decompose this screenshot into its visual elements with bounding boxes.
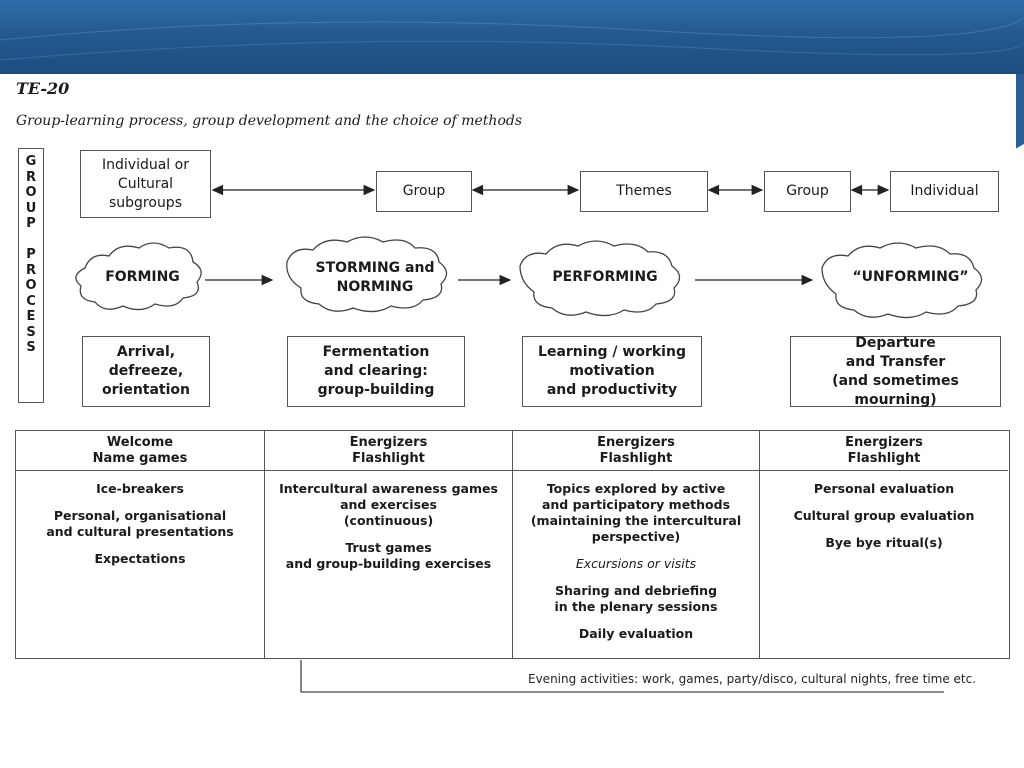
box-arrival: Arrival, defreeze, orientation bbox=[82, 336, 210, 407]
header-line: Flashlight bbox=[847, 450, 921, 466]
box-group-1: Group bbox=[376, 171, 472, 212]
header-line: Welcome bbox=[106, 434, 174, 450]
box-subgroups: Individual or Cultural subgroups bbox=[80, 150, 211, 218]
document-title: Group-learning process, group developmen… bbox=[16, 113, 523, 129]
list-item: Topics explored by active and participat… bbox=[530, 481, 742, 544]
header-line: Energizers bbox=[349, 434, 428, 450]
box-fermentation: Fermentation and clearing: group-buildin… bbox=[287, 336, 465, 407]
vertical-letter: R bbox=[25, 169, 36, 185]
vertical-letter: U bbox=[25, 200, 37, 216]
vertical-letter: R bbox=[25, 262, 36, 278]
vertical-letter: O bbox=[25, 278, 37, 293]
header-line: Energizers bbox=[845, 434, 923, 450]
header-line: Name games bbox=[92, 450, 188, 466]
vertical-letter: G bbox=[25, 154, 37, 169]
header-line: Flashlight bbox=[352, 450, 425, 466]
cloud-unforming bbox=[821, 242, 983, 319]
vertical-letter: P bbox=[26, 247, 36, 262]
vertical-letter: S bbox=[26, 340, 36, 355]
banner-decoration bbox=[0, 17, 1024, 61]
document-id: TE-20 bbox=[16, 79, 70, 98]
list-item: Personal, organisational and cultural pr… bbox=[46, 508, 234, 539]
header-banner bbox=[0, 0, 1024, 74]
vertical-letter: E bbox=[26, 309, 36, 324]
column-body: Intercultural awareness games and exerci… bbox=[265, 471, 512, 572]
cloud-performing bbox=[519, 240, 681, 317]
vertical-letter: P bbox=[26, 216, 36, 231]
cloud-storming bbox=[286, 236, 448, 313]
column-body: Topics explored by active and participat… bbox=[513, 471, 759, 642]
list-item: Ice-breakers bbox=[96, 481, 184, 496]
phase-unforming: “UNFORMING” bbox=[852, 268, 969, 285]
box-departure: Departure and Transfer (and sometimes mo… bbox=[790, 335, 1001, 408]
list-item: Personal evaluation bbox=[813, 481, 955, 496]
list-item: Trust games and group-building exercises bbox=[285, 540, 492, 571]
box-themes: Themes bbox=[580, 171, 708, 212]
phase-performing: PERFORMING bbox=[552, 268, 658, 285]
phase-forming: FORMING bbox=[105, 268, 180, 285]
list-item: Excursions or visits bbox=[575, 556, 697, 571]
vertical-letter: C bbox=[26, 293, 36, 309]
box-learning: Learning / working motivation and produc… bbox=[522, 336, 702, 407]
header-line: Energizers bbox=[597, 434, 675, 450]
vertical-letter: S bbox=[26, 324, 36, 340]
list-item: Bye bye ritual(s) bbox=[825, 535, 943, 550]
evening-bracket bbox=[300, 660, 944, 693]
evening-activities: Evening activities: work, games, party/d… bbox=[528, 672, 977, 686]
cloud-forming bbox=[75, 242, 202, 311]
list-item: Cultural group evaluation bbox=[793, 508, 975, 523]
header-line: Flashlight bbox=[599, 450, 673, 466]
vertical-letter: O bbox=[25, 185, 37, 200]
box-group-2: Group bbox=[764, 171, 851, 212]
box-individual: Individual bbox=[890, 171, 999, 212]
list-item: Daily evaluation bbox=[578, 626, 694, 641]
list-item: Intercultural awareness games and exerci… bbox=[279, 481, 498, 528]
list-item: Expectations bbox=[94, 551, 186, 566]
list-item: Sharing and debriefing in the plenary se… bbox=[554, 583, 718, 614]
phase-storming-norming: STORMING and NORMING bbox=[315, 260, 435, 295]
